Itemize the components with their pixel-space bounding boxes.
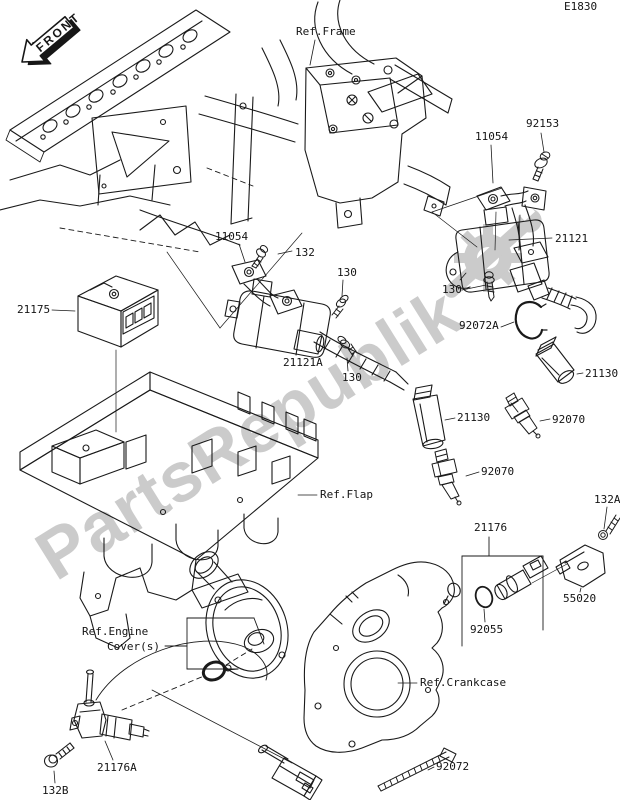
frame-drawing	[0, 0, 453, 253]
ref-engine-cover-label-line1: Ref.Engine	[82, 625, 149, 638]
screw-132A-drawing	[598, 506, 620, 540]
connector-plug-drawing	[151, 689, 323, 800]
part-label-21121A: 21121A	[283, 356, 323, 369]
spark-plug-92070-left-drawing	[431, 448, 480, 506]
part-label-132: 132	[295, 246, 315, 259]
part-label-92153: 92153	[526, 117, 560, 130]
clamp-92072A-drawing	[500, 301, 548, 340]
part-label-132A: 132A	[594, 493, 620, 506]
part-label-92055: 92055	[470, 623, 504, 636]
part-label-21121: 21121	[555, 232, 589, 245]
part-label-55020: 55020	[563, 592, 597, 605]
part-label-92072: 92072	[436, 760, 470, 773]
engine-cover-drawing	[164, 551, 289, 679]
ref-flap-label: Ref.Flap	[320, 488, 373, 501]
speed-sensor-21176A-drawing	[69, 640, 268, 761]
crank-sensor-21176-drawing	[461, 536, 568, 647]
part-label-92072A: 92072A	[459, 319, 499, 332]
spark-plug-92070-right-drawing	[504, 392, 551, 439]
part-label-21175: 21175	[17, 303, 51, 316]
screw-130-lower-drawing	[337, 335, 358, 372]
igniter-21175-drawing	[51, 275, 159, 348]
ignition-coil-21121-drawing	[445, 206, 597, 334]
screw-130-upper-drawing	[331, 279, 349, 319]
part-label-21130-right: 21130	[585, 367, 619, 380]
diagram-code-label: E1830	[564, 0, 598, 13]
o-ring-92055-drawing	[474, 585, 494, 623]
screw-92153-drawing	[532, 132, 551, 182]
part-label-21176: 21176	[474, 521, 508, 534]
o-ring-drawing	[121, 648, 253, 711]
part-label-11054-left: 11054	[215, 230, 249, 243]
watermark-text: PartsRepublik	[23, 272, 475, 594]
spark-plug-cap-21130-right-drawing	[535, 336, 584, 384]
ref-frame-label: Ref.Frame	[296, 25, 356, 38]
part-label-130-lower: 130	[342, 371, 362, 384]
ref-crankcase-label: Ref.Crankcase	[420, 676, 507, 689]
ref-frame-bracket-drawing	[304, 39, 427, 229]
partsrepublik-watermark: PartsRepublik	[23, 204, 542, 595]
part-label-21176A: 21176A	[97, 761, 137, 774]
screw-132B-drawing	[43, 742, 75, 784]
bracket-55020-drawing	[555, 544, 606, 593]
bracket-11054-left-drawing	[231, 243, 303, 315]
bracket-11054-right-drawing	[476, 144, 549, 264]
part-label-92070-right: 92070	[552, 413, 586, 426]
label-leader-lines	[459, 272, 467, 281]
part-label-21130-left: 21130	[457, 411, 491, 424]
part-label-92070-left: 92070	[481, 465, 515, 478]
part-label-130-upper: 130	[337, 266, 357, 279]
part-label-132B: 132B	[42, 784, 69, 797]
ref-engine-cover-label-line2: Cover(s)	[107, 640, 160, 653]
cable-tie-92072-drawing	[377, 747, 457, 792]
screw-130-right-drawing	[461, 271, 495, 302]
sensor-21176-label-bracket	[461, 536, 544, 647]
frame-rail-holes	[40, 29, 198, 140]
part-label-130-right: 130	[442, 283, 462, 296]
flap-tray-drawing	[19, 371, 319, 649]
crankcase-drawing	[303, 561, 461, 753]
engine-cover-label-bracket	[164, 617, 265, 671]
screw-132-drawing	[251, 245, 293, 269]
part-label-11054-right: 11054	[475, 130, 509, 143]
ignition-coil-21121A-drawing	[224, 278, 409, 391]
spark-plug-cap-21130-left-drawing	[412, 384, 456, 450]
front-direction-arrow: FRONT	[21, 10, 83, 66]
